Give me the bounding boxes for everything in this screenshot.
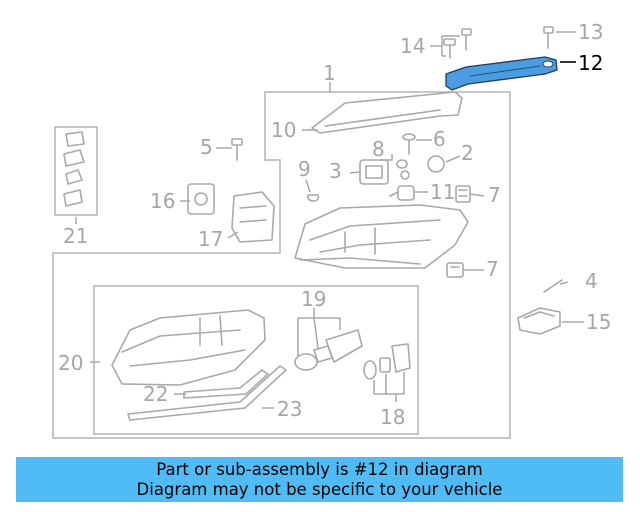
part-9-bulb[interactable] (307, 194, 320, 202)
callout-19: 19 (301, 287, 326, 311)
part-21-hardware[interactable] (63, 131, 85, 207)
sub-assembly-frame-20 (93, 285, 419, 435)
callout-17: 17 (198, 227, 223, 251)
callout-15: 15 (586, 310, 611, 334)
callout-13: 13 (578, 20, 603, 44)
part-23-strip[interactable] (127, 365, 287, 421)
part-8-bulb[interactable] (396, 159, 410, 180)
info-banner: Part or sub-assembly is #12 in diagram D… (16, 457, 623, 502)
part-4-bolt[interactable] (543, 279, 563, 293)
callout-5: 5 (200, 135, 213, 159)
part-12-bracket[interactable] (445, 56, 558, 91)
part-19-seals[interactable] (294, 329, 363, 371)
part-2-seal[interactable] (427, 155, 445, 173)
callout-8: 8 (372, 137, 385, 161)
callout-7-upper: 7 (488, 183, 501, 207)
callout-11: 11 (430, 180, 455, 204)
assembly-outline-1 (52, 91, 511, 439)
banner-line-1: Part or sub-assembly is #12 in diagram (156, 459, 483, 479)
part-11-socket[interactable] (389, 185, 415, 201)
callout-18: 18 (380, 405, 405, 429)
part-22-strip[interactable] (183, 369, 269, 399)
callout-3: 3 (329, 159, 342, 183)
part-14-bolts[interactable] (443, 28, 472, 59)
sub-assembly-frame-21 (54, 126, 98, 216)
banner-line-2: Diagram may not be specific to your vehi… (136, 479, 503, 499)
leader-lines (75, 31, 584, 409)
part-20-lamp-assembly[interactable] (111, 309, 266, 386)
callout-14: 14 (400, 34, 425, 58)
callout-1: 1 (323, 61, 336, 85)
part-7-connector-upper[interactable] (455, 185, 471, 203)
callout-6: 6 (433, 127, 446, 151)
callout-2: 2 (461, 141, 474, 165)
headlamp-housing (294, 204, 469, 269)
part-13-bolt[interactable] (543, 26, 554, 49)
callout-12: 12 (578, 51, 603, 75)
callout-23: 23 (277, 397, 302, 421)
part-16-bracket[interactable] (187, 183, 215, 215)
callout-10: 10 (271, 118, 296, 142)
part-6-screw[interactable] (402, 133, 416, 155)
callout-9: 9 (298, 157, 311, 181)
callout-7-lower: 7 (486, 257, 499, 281)
callout-16: 16 (150, 189, 175, 213)
callout-22: 22 (143, 382, 168, 406)
part-15-module[interactable] (517, 307, 561, 335)
part-7-connector-lower[interactable] (446, 262, 464, 278)
part-5-bolt[interactable] (231, 138, 243, 161)
callout-4: 4 (585, 269, 598, 293)
part-3-module[interactable] (359, 159, 389, 185)
part-17-module[interactable] (231, 191, 275, 243)
part-18-sockets[interactable] (363, 343, 411, 380)
callout-21: 21 (63, 224, 88, 248)
callout-20: 20 (58, 351, 83, 375)
